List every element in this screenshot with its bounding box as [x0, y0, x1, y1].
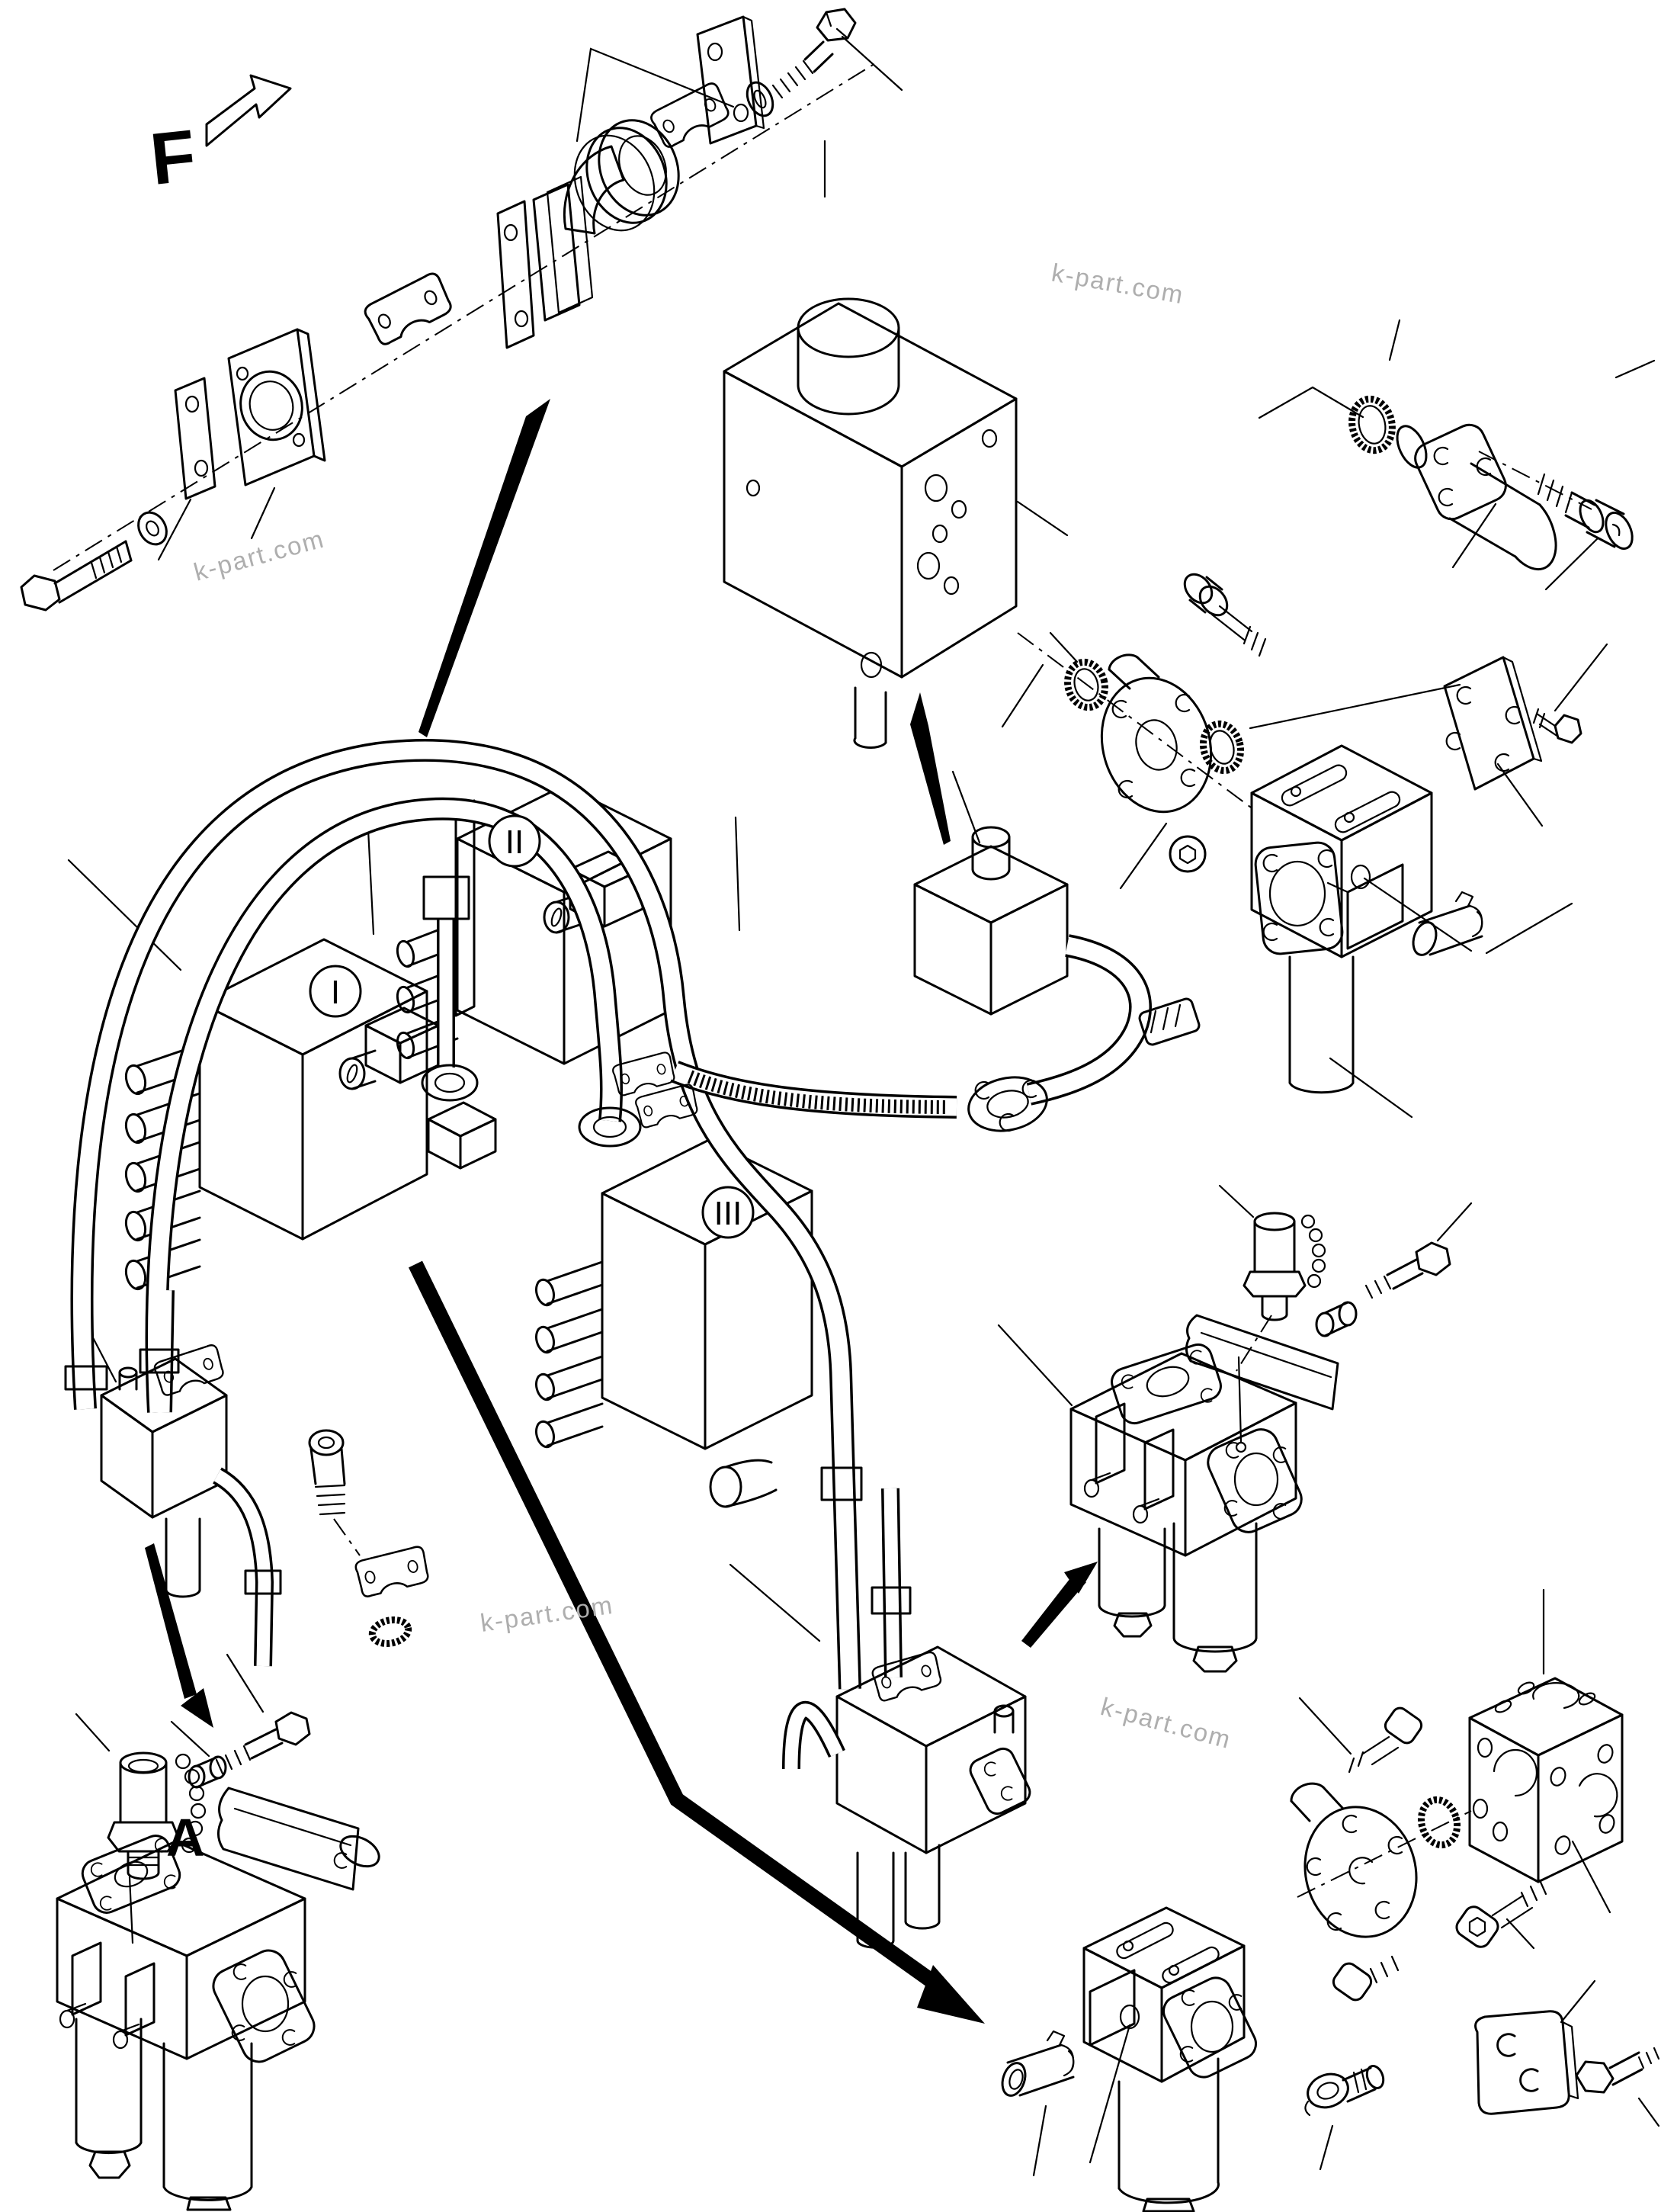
- junction-block-left: [100, 1342, 432, 1666]
- bolt-threads: [771, 59, 814, 99]
- hex-bolt: [1364, 1241, 1451, 1299]
- connector-block: [427, 1101, 497, 1170]
- leader-lines: [67, 35, 1660, 2177]
- view-direction-label: F: [146, 114, 200, 201]
- pilot-valve-block: [913, 826, 1201, 1132]
- manifold-cube-assembly: [1290, 1677, 1624, 2002]
- bolt-threads: [1537, 473, 1573, 514]
- filter-mount-chain: [1064, 573, 1267, 873]
- o-ring: [1417, 1796, 1461, 1849]
- o-ring: [368, 1616, 412, 1647]
- duplex-filter-unit-right: [1069, 1212, 1451, 1673]
- clogging-indicator: [1001, 2030, 1075, 2097]
- cap-chain: [1300, 1214, 1326, 1289]
- detail-label: A: [166, 1808, 205, 1867]
- quick-coupler: [1243, 1212, 1326, 1321]
- arrow-to-bottom-filter: [409, 1260, 985, 2024]
- o-ring: [1199, 720, 1245, 775]
- view-arrow-outline-icon: [205, 74, 292, 147]
- socket-bolt: [308, 1429, 346, 1516]
- control-valve-stack-3: [534, 1138, 813, 1508]
- section-label-2: II: [505, 823, 524, 861]
- bolt-threads: [90, 545, 123, 579]
- o-ring: [1348, 395, 1396, 454]
- watermark: k-part.com: [1050, 258, 1187, 309]
- hex-bolt: [215, 1711, 311, 1775]
- pipe-flange-disc: [1290, 1782, 1418, 1938]
- socket-screw: [1455, 1879, 1547, 1948]
- junction-block-bottom: [791, 1488, 1031, 1949]
- section-marker-3: III: [701, 1186, 755, 1239]
- o-ring: [1064, 658, 1108, 711]
- bolt-threads: [1243, 625, 1267, 657]
- direction-arrows: [145, 399, 1098, 2024]
- socket-screw: [1332, 1955, 1400, 2002]
- section-marker-1: I: [309, 965, 362, 1018]
- duplex-filter-unit-a: [56, 1711, 380, 2211]
- arrow-to-duplex-unit-right: [1021, 1562, 1098, 1648]
- clogging-indicator: [1412, 891, 1483, 956]
- section-label-3: III: [714, 1195, 742, 1232]
- watermark: k-part.com: [191, 525, 327, 586]
- socket-screw: [1348, 1706, 1423, 1774]
- braided-hose: [611, 1050, 957, 1129]
- watermark: k-part.com: [1098, 1692, 1234, 1754]
- flange-fitting-assembly: [1348, 395, 1634, 571]
- return-filter-assembly-bottom: [1001, 1906, 1257, 2212]
- view-direction-marker: F: [146, 74, 292, 201]
- arrow-to-valve-block: [910, 692, 951, 845]
- arrow-to-duplex-unit-a: [145, 1543, 213, 1728]
- hex-bolt: [1575, 2047, 1660, 2094]
- section-label-1: I: [331, 974, 340, 1011]
- split-flange-clamp-assembly: [20, 8, 857, 612]
- banjo-fitting: [1304, 2064, 1385, 2117]
- main-valve-block: [723, 297, 1018, 749]
- solenoid-cans: [534, 1260, 604, 1449]
- centerlines: [53, 62, 1592, 1898]
- return-filter-assembly: [1199, 656, 1582, 1094]
- section-marker-2: II: [488, 814, 541, 868]
- arrow-to-clamp-assembly: [418, 399, 550, 737]
- cover-plate-and-bolt: [1474, 2010, 1660, 2115]
